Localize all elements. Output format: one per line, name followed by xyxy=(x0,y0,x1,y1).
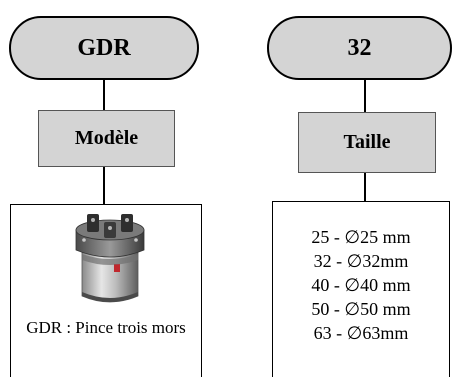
model-description-text: GDR : Pince trois mors xyxy=(26,318,186,337)
size-code-text: 32 xyxy=(347,34,372,61)
size-option: 50 - ∅50 mm xyxy=(311,299,411,319)
size-option: 25 - ∅25 mm xyxy=(311,227,411,247)
model-label-text: Modèle xyxy=(74,127,139,149)
size-options-list: 25 - ∅25 mm 32 - ∅32mm 40 - ∅40 mm 50 - … xyxy=(276,225,446,345)
size-label-box: Taille xyxy=(298,112,436,173)
model-label-box: Modèle xyxy=(38,110,175,167)
connector-line xyxy=(364,173,366,201)
size-option: 40 - ∅40 mm xyxy=(311,275,411,295)
model-code-text: GDR xyxy=(77,34,131,61)
gripper-product-image xyxy=(75,214,145,303)
model-code-pill: GDR xyxy=(9,16,199,80)
size-option: 63 - ∅63mm xyxy=(313,323,409,343)
connector-line xyxy=(103,167,105,204)
connector-line xyxy=(103,80,105,110)
size-options-box xyxy=(272,201,450,377)
connector-line xyxy=(364,80,366,112)
size-code-pill: 32 xyxy=(267,16,452,80)
size-option: 32 - ∅32mm xyxy=(313,251,409,271)
size-label-text: Taille xyxy=(343,131,391,153)
